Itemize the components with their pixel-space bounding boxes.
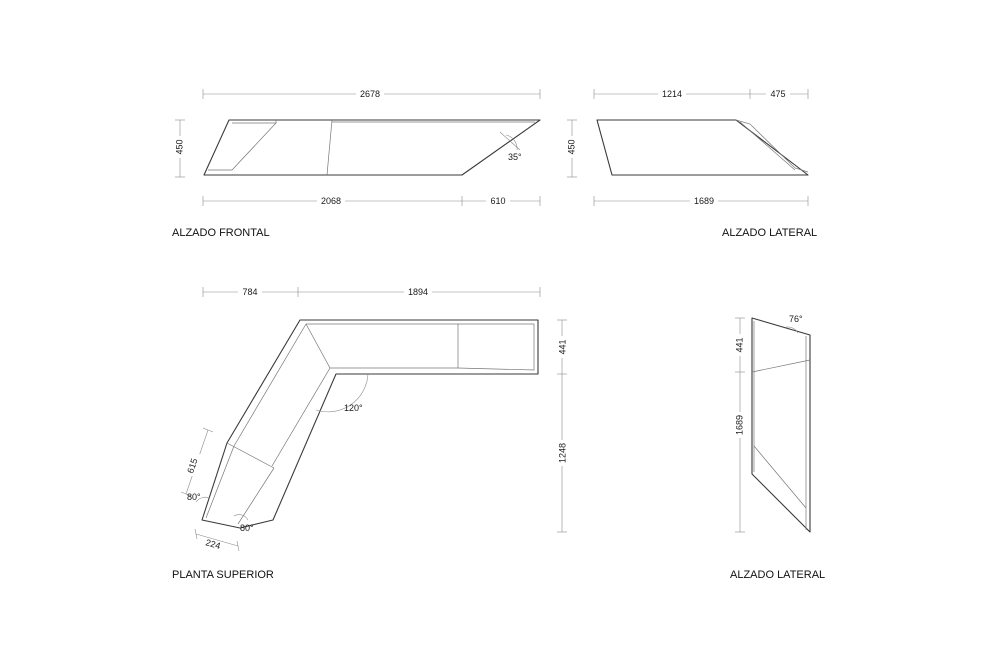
side-dim-total: 1689 — [694, 196, 714, 206]
side-elevation-top: 1214 475 450 1689 ALZADO LATERAL — [564, 88, 817, 239]
side2-dim-top: 441 — [734, 337, 744, 352]
side-title-top: ALZADO LATERAL — [722, 227, 817, 239]
side-dim-a: 1214 — [662, 89, 682, 99]
front-angle: 35° — [508, 152, 522, 162]
plan-dim-right-total: 1248 — [557, 443, 567, 463]
side-dim-b: 475 — [770, 89, 785, 99]
plan-dim-bottom-line — [195, 533, 239, 547]
plan-angle-left: 80° — [187, 492, 201, 502]
plan-view: 784 1894 441 1248 120° 615 80° — [172, 286, 571, 581]
side-elevation-bottom: 441 1689 76° ALZADO LATERAL — [730, 314, 825, 581]
side-dim-height: 450 — [566, 139, 576, 154]
side2-dim-total: 1689 — [734, 415, 744, 435]
plan-dim-a: 784 — [242, 287, 257, 297]
side-title-bottom: ALZADO LATERAL — [730, 569, 825, 581]
plan-angle-bottom-arc — [233, 514, 249, 521]
plan-desk-outline — [201, 319, 539, 529]
plan-dim-bottom: 224 — [204, 537, 221, 551]
front-elevation: 2678 450 35° 2068 610 ALZADO FRONTAL — [172, 88, 541, 239]
plan-dim-b: 1894 — [408, 287, 428, 297]
front-dim-right: 610 — [490, 196, 505, 206]
plan-title: PLANTA SUPERIOR — [172, 569, 274, 581]
front-desk-outline — [203, 119, 541, 176]
plan-angle-main: 120° — [344, 403, 363, 413]
side-desk-outline — [596, 119, 809, 176]
side2-angle: 76° — [789, 314, 803, 324]
front-dim-height: 450 — [174, 139, 184, 154]
plan-angle-main-arc — [315, 373, 369, 413]
front-dim-total: 2678 — [360, 89, 380, 99]
front-title: ALZADO FRONTAL — [172, 227, 270, 239]
plan-dim-right-top: 441 — [557, 339, 567, 354]
side2-angle-arc — [785, 326, 799, 334]
side2-desk-outline — [751, 317, 811, 533]
plan-angle-left-arc — [195, 496, 211, 503]
front-angle-arc — [505, 134, 518, 151]
plan-angle-bottom: 80° — [240, 523, 254, 533]
plan-dim-left: 615 — [185, 457, 199, 474]
front-dim-left: 2068 — [321, 196, 341, 206]
